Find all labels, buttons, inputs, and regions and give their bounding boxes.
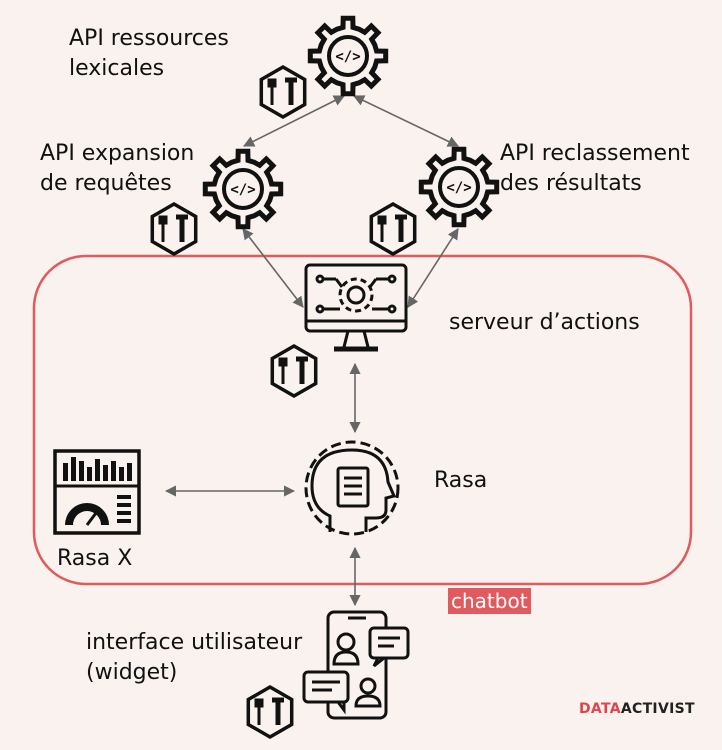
tools-hexagon-icon <box>270 343 318 399</box>
tools-hexagon-icon <box>150 201 198 257</box>
tools-hexagon-icon <box>259 64 307 120</box>
svg-text:</>: </> <box>446 180 471 196</box>
connector-lexical-expansion <box>242 95 346 147</box>
rasa-x-label: Rasa X <box>57 546 133 571</box>
code-gear-icon: </> <box>202 148 284 230</box>
phone-chat-icon <box>302 610 410 720</box>
ui-label: interface utilisateur(widget) <box>86 630 303 685</box>
chatbot-frame <box>32 254 693 586</box>
rasa-label: Rasa <box>434 468 488 493</box>
code-gear-icon: </> <box>418 146 500 228</box>
tools-hexagon-icon <box>246 684 294 740</box>
chatbot-tag: chatbot <box>448 588 531 614</box>
code-gear-icon: </> <box>307 15 389 97</box>
connectors <box>164 95 460 607</box>
connector-rerank-server <box>407 228 459 308</box>
connector-expansion-server <box>242 228 304 308</box>
svg-text:</>: </> <box>335 49 360 65</box>
dashboard-icon <box>53 449 141 535</box>
datactivist-logo: DATAACTIVIST <box>579 701 695 717</box>
head-document-gear-icon <box>304 440 400 536</box>
tools-hexagon-icon <box>369 201 417 257</box>
connector-lexical-rerank <box>352 95 460 147</box>
action-server-label: serveur d’actions <box>449 310 640 335</box>
svg-text:</>: </> <box>230 182 255 198</box>
monitor-gear-icon <box>304 263 408 352</box>
